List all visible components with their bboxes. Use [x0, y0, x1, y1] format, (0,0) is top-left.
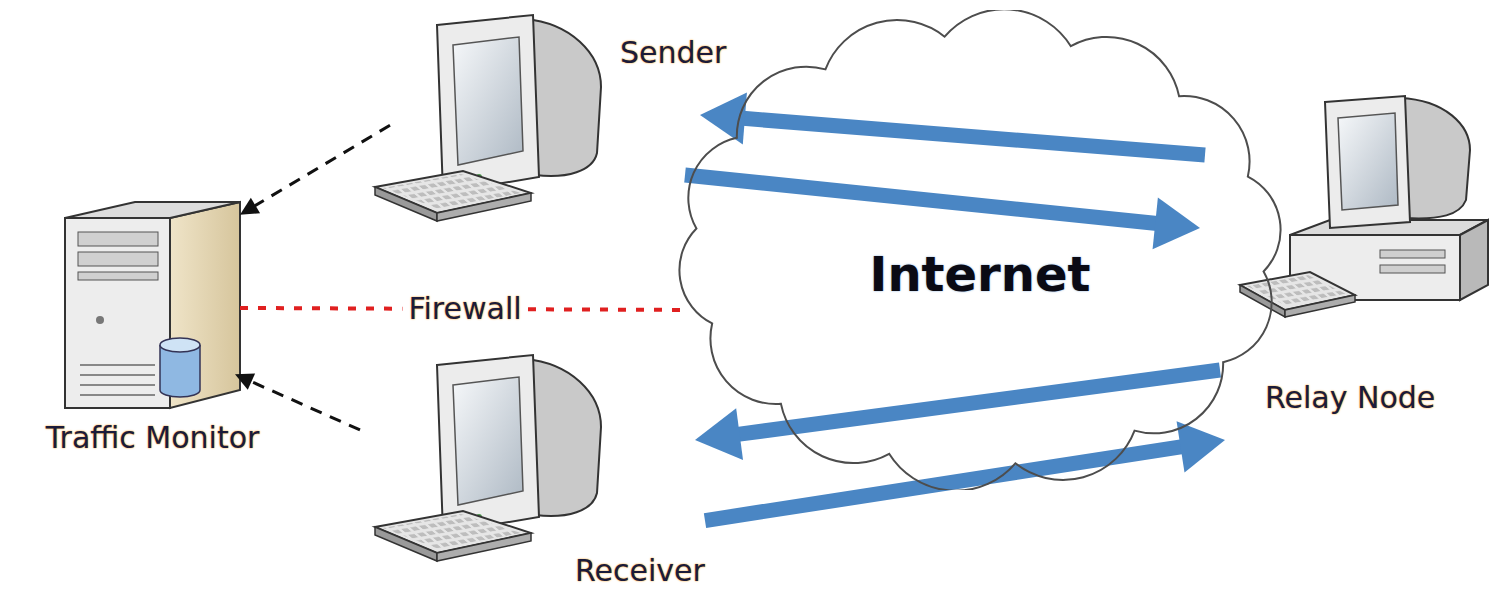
- connector-line: [250, 381, 360, 430]
- receiver-node: Receiver: [375, 355, 610, 585]
- monitor-node: Traffic Monitor: [65, 200, 240, 410]
- arrow-head: [1153, 197, 1200, 249]
- node-label: Receiver: [575, 553, 705, 589]
- arrow-head: [695, 408, 743, 460]
- node-label: Traffic Monitor: [46, 420, 260, 456]
- server-icon: [65, 202, 240, 408]
- flow-arrow: [705, 421, 1225, 520]
- node-label: Internet: [870, 246, 1091, 302]
- arrow-head: [240, 198, 260, 215]
- connector-line: [705, 447, 1183, 521]
- relay-computer: [1240, 96, 1488, 317]
- connector-line: [738, 370, 1220, 434]
- connector-line: [743, 118, 1205, 155]
- arrow-head: [700, 93, 747, 145]
- monitor-link: [235, 373, 360, 430]
- connector-line: [254, 125, 390, 206]
- cloud-path: [679, 10, 1280, 490]
- node-label: Sender: [620, 35, 726, 71]
- receiver-computer: [375, 355, 601, 561]
- flow-arrow: [700, 93, 1205, 156]
- arrow-head: [1177, 421, 1225, 472]
- connector-line: [240, 308, 690, 310]
- sender-node: Sender: [375, 15, 615, 205]
- connector-line: [685, 175, 1157, 224]
- flow-arrow: [685, 175, 1200, 249]
- firewall-line: [240, 308, 690, 310]
- relay-node: Relay Node: [1240, 90, 1490, 440]
- sender-computer: [375, 15, 601, 221]
- edge-label: Firewall: [402, 291, 527, 327]
- internet-cloud: Internet: [670, 10, 1290, 490]
- node-label: Relay Node: [1265, 380, 1435, 416]
- cloud-outline: [670, 10, 1290, 490]
- arrow-head: [235, 373, 255, 389]
- monitor-link: [240, 125, 390, 215]
